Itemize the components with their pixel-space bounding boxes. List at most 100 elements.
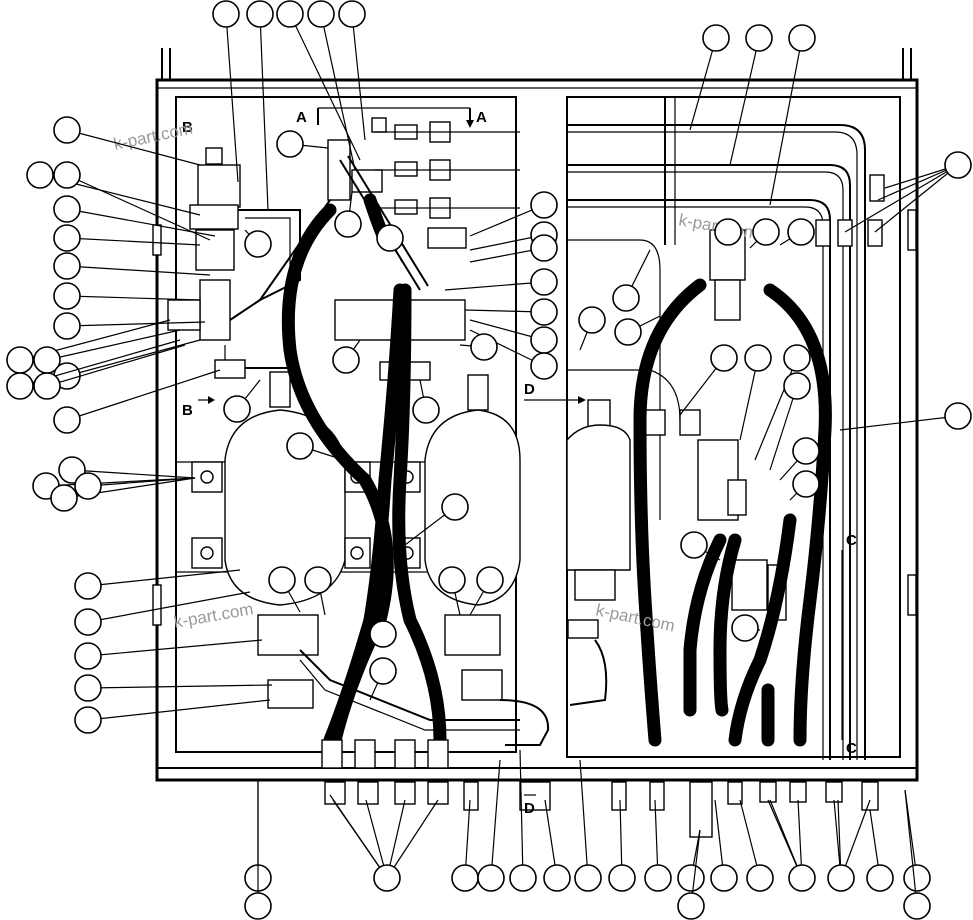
callout-circle <box>74 472 102 500</box>
section-label-c-bottom: C <box>846 740 857 757</box>
callout-balloon <box>58 456 196 484</box>
callout-leader <box>769 799 803 879</box>
callout-balloon <box>286 432 351 463</box>
callout-leader <box>351 13 366 141</box>
callout-balloon <box>714 218 742 246</box>
callout-leader <box>519 749 524 879</box>
callout-circle <box>746 864 774 892</box>
callout-circle <box>74 608 102 636</box>
callout-balloon <box>412 379 440 424</box>
callout-leader <box>877 164 959 201</box>
callout-circle <box>53 252 81 280</box>
callout-balloon <box>338 0 366 141</box>
callout-circle <box>373 864 401 892</box>
callout-balloon <box>689 24 730 131</box>
callout-balloon <box>304 566 332 616</box>
callout-circle <box>827 864 855 892</box>
callout-balloon <box>903 789 931 892</box>
callout-circle <box>246 0 274 28</box>
callout-circle <box>332 346 360 374</box>
callout-circle <box>338 0 366 28</box>
callout-circle <box>276 130 304 158</box>
callout-circle <box>543 864 571 892</box>
callout-balloon <box>53 195 216 237</box>
section-label-c-top: C <box>846 532 857 549</box>
callout-balloon <box>369 657 397 701</box>
callout-balloon <box>246 0 274 211</box>
callout-circle <box>286 432 314 460</box>
callout-balloon <box>827 799 855 892</box>
section-label-d-bottom: D <box>524 800 535 817</box>
callout-circle <box>33 372 61 400</box>
callout-balloon <box>74 569 241 600</box>
callout-circle <box>223 395 251 423</box>
callout-leader <box>46 344 186 387</box>
callout-balloon <box>74 674 273 702</box>
callout-balloon <box>680 531 721 561</box>
callout-circle <box>792 437 820 465</box>
callout-circle <box>530 298 558 326</box>
callout-balloon <box>244 229 272 258</box>
callout-balloon <box>334 191 362 238</box>
callout-balloon <box>608 799 636 892</box>
callout-balloon <box>644 799 672 892</box>
callout-circle <box>438 566 466 594</box>
callout-leader <box>329 794 388 879</box>
watermark-1: k-part.com <box>112 119 194 154</box>
callout-balloon <box>53 369 221 434</box>
callout-circle <box>530 234 558 262</box>
bottom-ports <box>321 739 879 838</box>
callout-circle <box>6 372 34 400</box>
callout-circle <box>53 161 81 189</box>
callout-circle <box>74 674 102 702</box>
callout-balloon <box>53 116 201 166</box>
callout-circle <box>477 864 505 892</box>
watermark-4: k-part.com <box>594 600 676 635</box>
callout-balloon <box>710 799 738 892</box>
callout-circle <box>53 224 81 252</box>
callout-balloon <box>749 218 780 249</box>
callout-balloon <box>74 472 196 500</box>
callout-balloon <box>33 329 181 374</box>
callout-balloon <box>469 566 504 616</box>
callout-balloon <box>739 344 772 441</box>
callout-circle <box>677 864 705 892</box>
callout-circle <box>783 344 811 372</box>
callout-leader <box>66 208 216 237</box>
callout-leader <box>66 174 211 241</box>
callout-circle <box>53 406 81 434</box>
callout-circle <box>476 566 504 594</box>
callout-circle <box>903 864 931 892</box>
callout-balloon <box>268 566 301 613</box>
callout-circle <box>710 344 738 372</box>
callout-balloon <box>53 312 206 340</box>
callout-balloon <box>6 319 171 374</box>
callout-balloon <box>731 614 761 642</box>
callout-circle <box>787 218 815 246</box>
callout-balloon <box>779 218 815 246</box>
callout-leader <box>87 591 251 623</box>
callout-balloon <box>578 306 606 351</box>
callout-leader <box>579 759 589 879</box>
callout-balloon <box>729 24 773 166</box>
callout-circle <box>26 161 54 189</box>
callout-leader <box>66 265 211 276</box>
callout-balloon <box>74 699 271 734</box>
callout-balloon <box>614 315 661 346</box>
callout-balloon <box>376 224 404 263</box>
callout-circle <box>307 0 335 28</box>
callout-balloon <box>332 339 361 374</box>
callout-circle <box>745 24 773 52</box>
callout-circle <box>714 218 742 246</box>
callout-balloon <box>244 780 272 920</box>
callout-balloon <box>769 24 816 206</box>
callout-circle <box>244 230 272 258</box>
callout-layer <box>6 0 972 920</box>
callout-leader <box>66 237 201 246</box>
callout-leader <box>87 569 241 587</box>
callout-balloon <box>329 794 401 892</box>
callout-leader <box>71 469 196 479</box>
callout-balloon <box>469 234 558 263</box>
callout-circle <box>304 566 332 594</box>
